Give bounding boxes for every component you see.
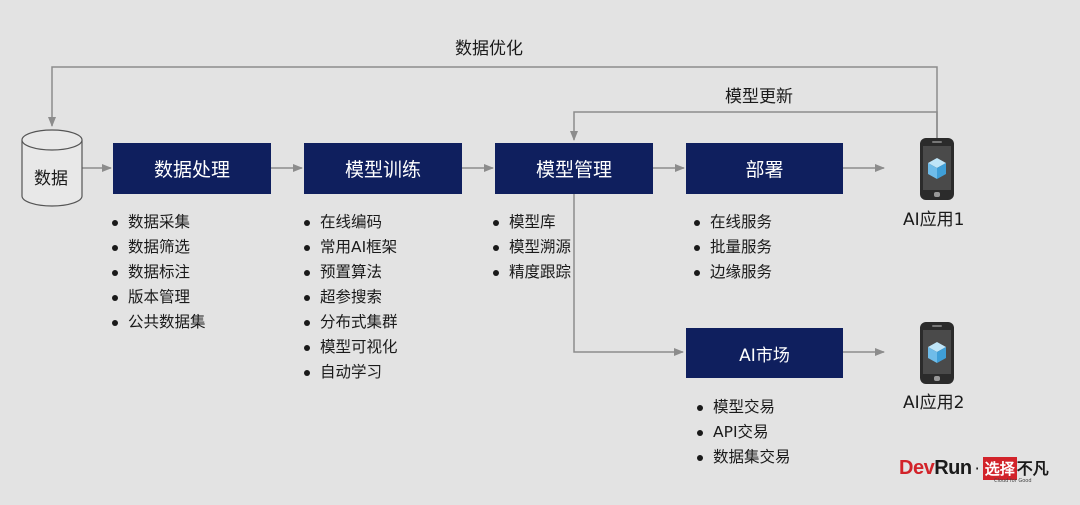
stage-data-processing: 数据处理 bbox=[113, 143, 271, 194]
logo-run: Run bbox=[934, 457, 972, 479]
list-item: 模型交易 bbox=[695, 395, 791, 420]
list-item: 版本管理 bbox=[110, 285, 206, 310]
model-update-loop bbox=[570, 111, 938, 141]
list-item: 边缘服务 bbox=[692, 260, 772, 285]
list-item: 数据采集 bbox=[110, 210, 206, 235]
stage-model-management: 模型管理 bbox=[495, 143, 653, 194]
data-cylinder-icon bbox=[21, 129, 83, 207]
list-item: 精度跟踪 bbox=[491, 260, 571, 285]
stage-deploy: 部署 bbox=[686, 143, 843, 194]
list-item: 数据标注 bbox=[110, 260, 206, 285]
stage-model-training: 模型训练 bbox=[304, 143, 462, 194]
list-item: 在线编码 bbox=[302, 210, 398, 235]
model-management-list: 模型库 模型溯源 精度跟踪 bbox=[491, 210, 571, 285]
data-processing-list: 数据采集 数据筛选 数据标注 版本管理 公共数据集 bbox=[110, 210, 206, 335]
model-training-list: 在线编码 常用AI框架 预置算法 超参搜索 分布式集群 模型可视化 自动学习 bbox=[302, 210, 398, 385]
list-item: API交易 bbox=[695, 420, 791, 445]
logo-tagline: Cloud for Good bbox=[994, 478, 1032, 484]
cube-icon bbox=[928, 342, 946, 363]
data-optimize-loop bbox=[48, 66, 938, 140]
ai-market-list: 模型交易 API交易 数据集交易 bbox=[695, 395, 791, 470]
arrow-management-to-market bbox=[573, 194, 684, 356]
data-optimize-label: 数据优化 bbox=[455, 39, 523, 59]
logo-dot: · bbox=[974, 459, 980, 478]
cube-icon bbox=[928, 158, 946, 179]
list-item: 超参搜索 bbox=[302, 285, 398, 310]
logo-dev: Dev bbox=[899, 457, 935, 479]
list-item: 模型可视化 bbox=[302, 335, 398, 360]
list-item: 批量服务 bbox=[692, 235, 772, 260]
deploy-list: 在线服务 批量服务 边缘服务 bbox=[692, 210, 772, 285]
list-item: 模型溯源 bbox=[491, 235, 571, 260]
list-item: 预置算法 bbox=[302, 260, 398, 285]
logo-select: 选择 bbox=[982, 457, 1017, 480]
list-item: 模型库 bbox=[491, 210, 571, 235]
list-item: 在线服务 bbox=[692, 210, 772, 235]
list-item: 数据筛选 bbox=[110, 235, 206, 260]
logo-buf: 不凡 bbox=[1016, 459, 1049, 478]
app1-label: AI应用1 bbox=[903, 210, 965, 230]
list-item: 数据集交易 bbox=[695, 445, 791, 470]
phone-icon bbox=[920, 322, 954, 384]
stage-ai-market: AI市场 bbox=[686, 328, 843, 378]
list-item: 公共数据集 bbox=[110, 310, 206, 335]
devrun-logo: DevRun·选择不凡 Cloud for Good bbox=[899, 455, 1049, 484]
data-store-label: 数据 bbox=[34, 169, 68, 189]
list-item: 常用AI框架 bbox=[302, 235, 398, 260]
model-update-label: 模型更新 bbox=[725, 87, 793, 107]
list-item: 分布式集群 bbox=[302, 310, 398, 335]
phone-icon bbox=[920, 138, 954, 200]
list-item: 自动学习 bbox=[302, 360, 398, 385]
app2-label: AI应用2 bbox=[903, 393, 965, 413]
